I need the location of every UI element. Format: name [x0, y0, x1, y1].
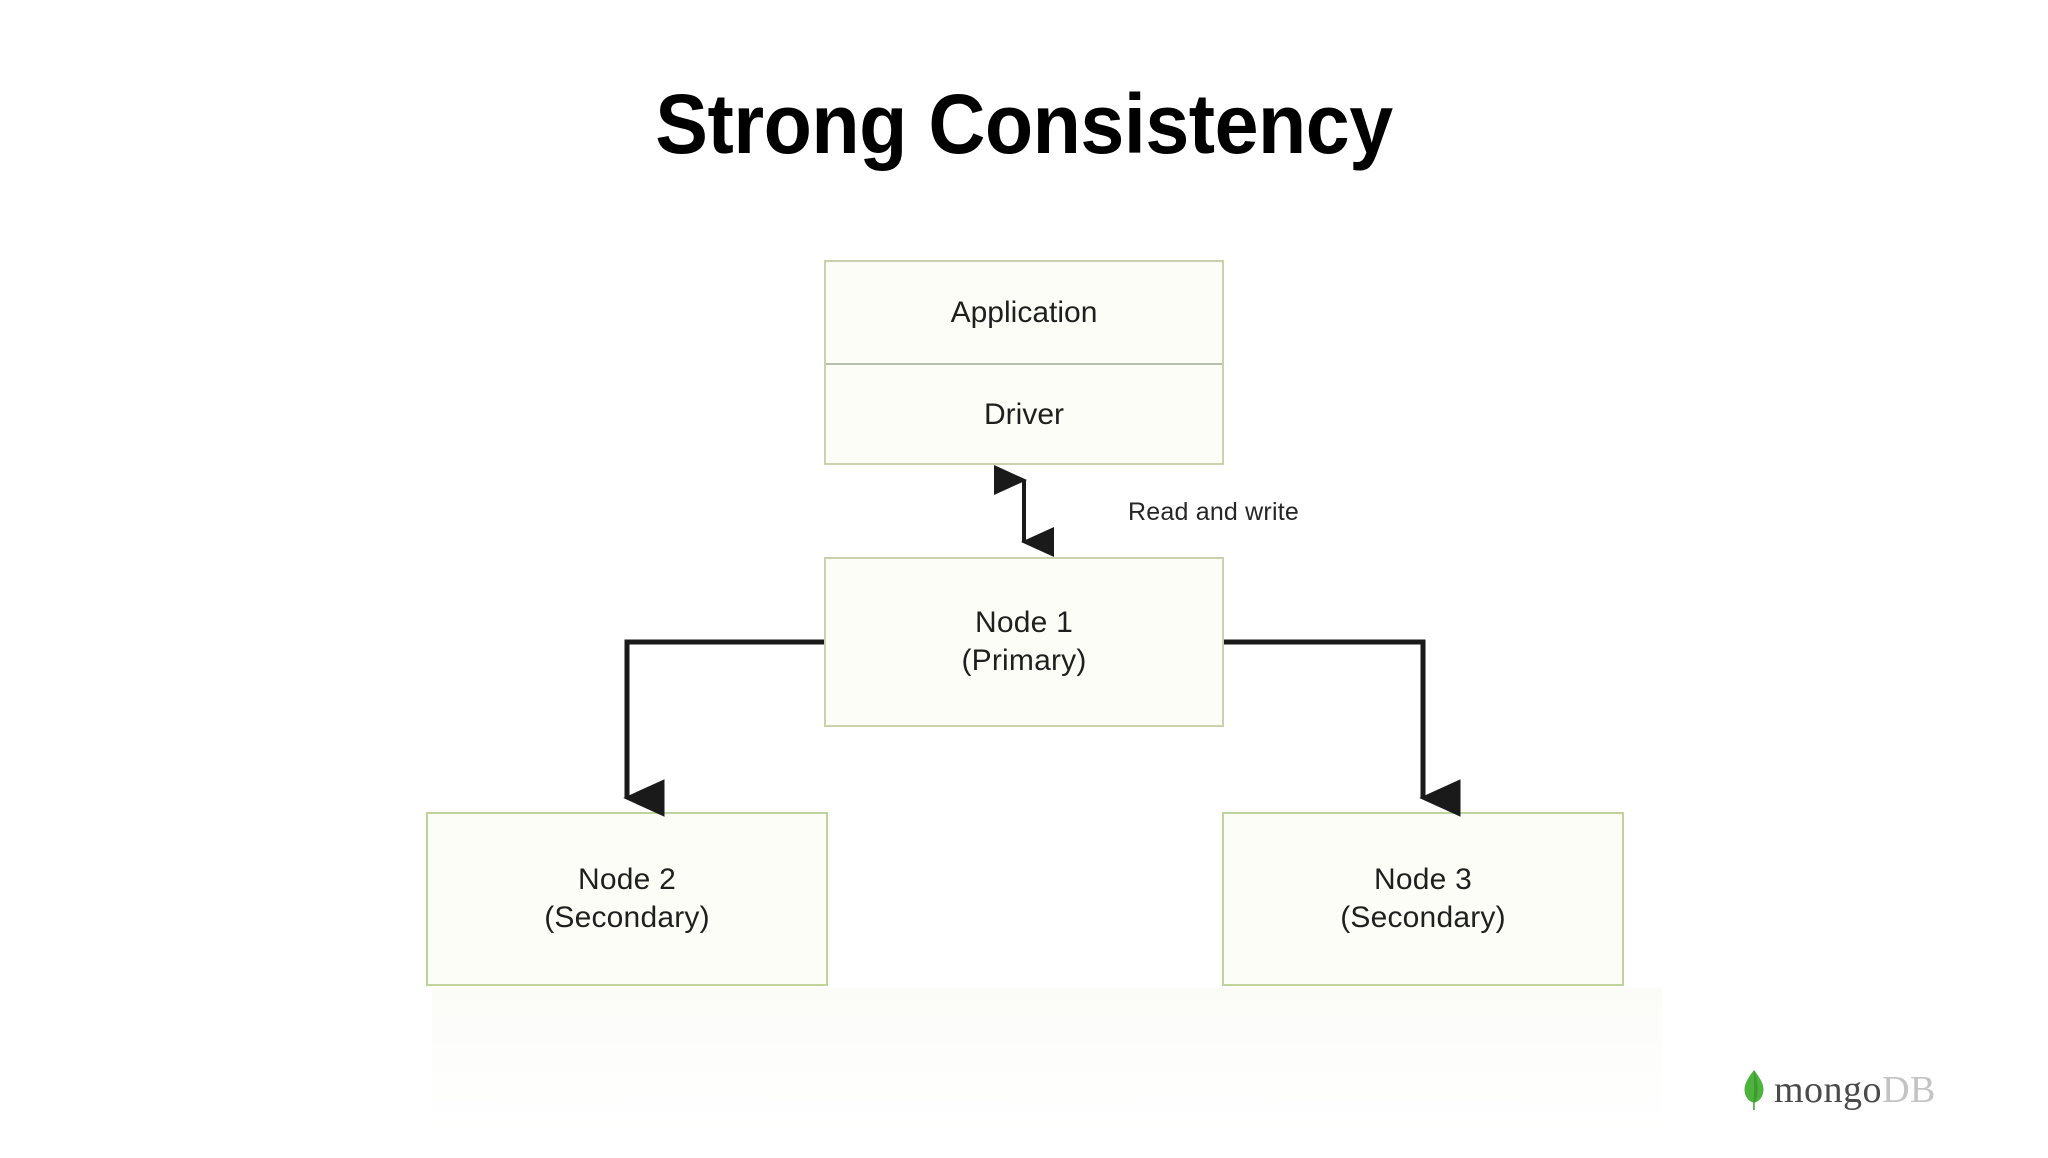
node-box-driver[interactable]: Driver: [826, 363, 1222, 465]
application-driver-group: Application Driver: [824, 260, 1224, 465]
edge-label-read-and-write: Read and write: [1128, 498, 1299, 526]
node-label-node1: Node 1: [975, 606, 1073, 640]
mongodb-logo: mongoDB: [1743, 1065, 1936, 1115]
node-label-application: Application: [950, 295, 1098, 329]
node-box-node1[interactable]: Node 1 (Primary): [824, 557, 1224, 727]
page-title: Strong Consistency: [655, 77, 1393, 172]
node-label-node2: Node 2: [578, 863, 676, 897]
background-wash: [432, 988, 1662, 1158]
node-box-application[interactable]: Application: [826, 262, 1222, 363]
connector-node1-node2: [623, 639, 824, 817]
connector-node1-node3: [1224, 639, 1461, 817]
node-box-node3[interactable]: Node 3 (Secondary): [1222, 812, 1624, 986]
node-label-node3: Node 3: [1374, 863, 1472, 897]
node-role-node1: (Primary): [961, 644, 1087, 677]
mongodb-wordmark: mongoDB: [1774, 1071, 1936, 1109]
node-role-node2: (Secondary): [544, 901, 710, 934]
node-role-node3: (Secondary): [1340, 901, 1506, 934]
mongodb-leaf-icon: [1744, 1070, 1764, 1110]
logo-word-mongo: mongo: [1774, 1069, 1883, 1111]
node-label-driver: Driver: [984, 398, 1064, 431]
node-box-node2[interactable]: Node 2 (Secondary): [426, 812, 828, 986]
logo-word-db: DB: [1882, 1069, 1936, 1111]
